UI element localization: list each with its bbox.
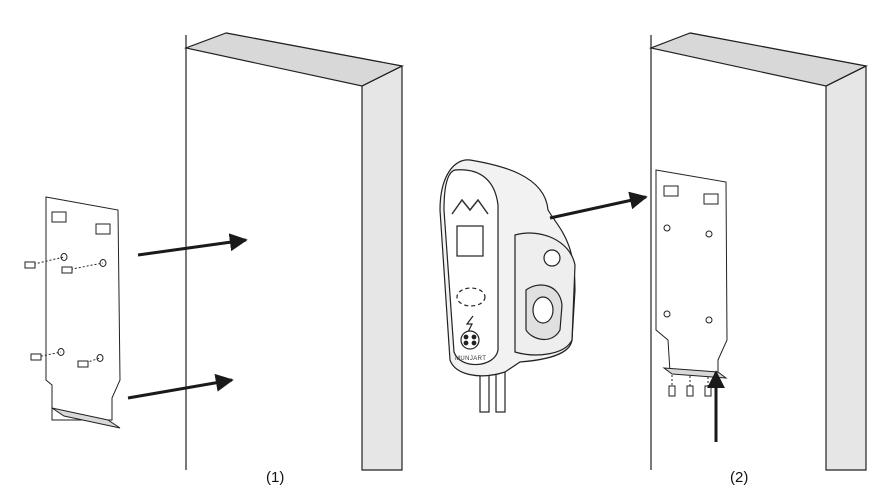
display-screen bbox=[456, 225, 484, 257]
plug-icon bbox=[460, 330, 480, 350]
arrow-charger-to-plate bbox=[549, 191, 648, 220]
mounting-plate-left bbox=[45, 196, 121, 429]
wall-right bbox=[648, 32, 868, 471]
step-label-2: (2) bbox=[730, 469, 749, 486]
bottom-screws-right bbox=[668, 375, 712, 397]
rfid-area bbox=[456, 287, 486, 307]
wall-left bbox=[183, 32, 404, 471]
ev-charger bbox=[439, 159, 576, 413]
charger-brand-text: MUNJART bbox=[455, 356, 486, 362]
wall-screws-left bbox=[24, 256, 104, 368]
step-label-1: (1) bbox=[266, 469, 285, 486]
mounting-plate-right bbox=[655, 169, 728, 379]
side-button bbox=[543, 249, 561, 267]
arrow-plate-to-wall-bottom bbox=[127, 373, 234, 400]
lightning-icon bbox=[465, 315, 474, 333]
arrow-plate-to-wall-top bbox=[137, 233, 248, 257]
brand-logo-icon bbox=[451, 198, 489, 215]
